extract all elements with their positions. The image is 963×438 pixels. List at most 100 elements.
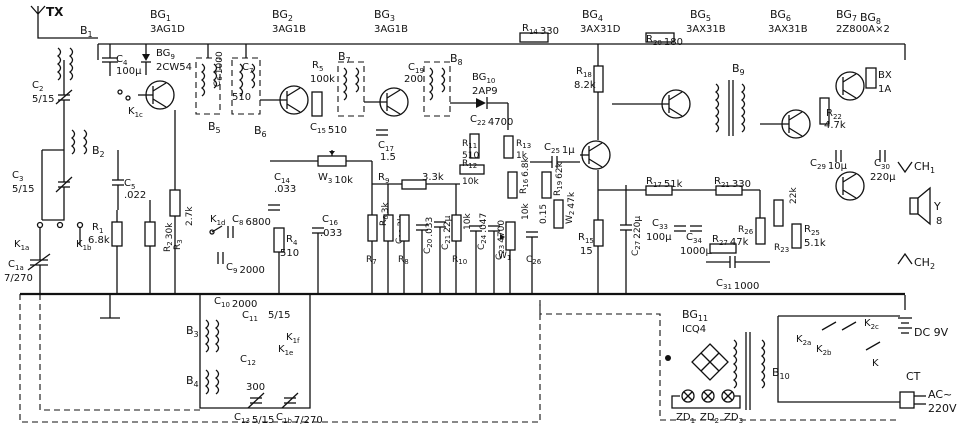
k1f-label: K1f (286, 332, 300, 345)
bg10-type: 2AP9 (472, 86, 498, 97)
c4-label: C4 (116, 54, 128, 67)
c7-value: 510 (232, 92, 251, 103)
c14-label: C14 (274, 172, 290, 185)
c6-label: C61000 (213, 51, 225, 87)
c14-value: .033 (274, 184, 296, 195)
c19-label: C19 (408, 62, 424, 75)
bg4-type: 3AX31D (580, 24, 621, 35)
r12-value: 10k (462, 177, 479, 187)
r5-value: 100k (310, 74, 335, 85)
r16-label: R166.8k (519, 156, 531, 194)
bg3-label: BG3 (374, 8, 395, 23)
zd2-label: ZD2 (700, 412, 719, 425)
r3-label: R3 (173, 239, 184, 250)
r9-label: R9 (378, 172, 389, 185)
ch2-label: CH2 (914, 256, 935, 271)
b7-label: B7 (338, 50, 351, 65)
bg5-type: 3AX31B (686, 24, 726, 35)
k1e-label: 5/15 (268, 310, 290, 321)
c2-value: 5/15 (32, 94, 54, 105)
y-label: Y (933, 200, 941, 213)
r6-label: R63k (379, 202, 391, 226)
r13-label: R13 (516, 139, 531, 150)
c27-label: C27220µ (631, 216, 643, 256)
c17-value: 1.5 (380, 152, 396, 163)
c34-value: 1000µ (680, 246, 712, 257)
b3-label: B3 (186, 324, 199, 339)
bg2-type: 3AG1B (272, 24, 306, 35)
c1a-label: C1a (8, 259, 24, 272)
power-rails (20, 43, 906, 310)
bg1-label: BG1 (150, 8, 171, 23)
ch1-label: CH1 (914, 160, 935, 175)
r2-label: R230k (163, 222, 175, 252)
c34-label: C34 (686, 232, 702, 245)
r18-value: 8.2k (574, 80, 596, 91)
c33-label: C33 (652, 218, 668, 231)
bg3-type: 3AG1B (374, 24, 408, 35)
r10-label: R10 (452, 255, 467, 266)
r18-label: R18 (576, 66, 592, 79)
power-supply: BG11 ICQ4 B10 ZD1 ZD2 ZD3 K2a K2b K2c K (539, 300, 957, 425)
r25-value: 5.1k (804, 238, 826, 249)
b6-label: B6 (254, 124, 267, 139)
c5-value: .022 (124, 190, 146, 201)
c20-label: C20.033 (423, 217, 435, 254)
c12-label: C12 (240, 354, 256, 367)
b9-label: B9 (732, 62, 745, 77)
c33-value: 100µ (646, 232, 672, 243)
k-label: K (872, 358, 879, 369)
r1-label: R1 (92, 222, 103, 235)
c26-label: C26 (526, 255, 542, 266)
c5-label: C5 (124, 178, 135, 191)
c7-label: C7 (242, 62, 253, 75)
c16-label: C16 (322, 214, 338, 227)
c12-value: 300 (246, 382, 265, 393)
r8-label: R8 (398, 255, 409, 266)
bx-label: BX (878, 70, 892, 81)
ct-label: CT (906, 370, 921, 383)
antenna-section: TX B1 C2 5/15 B2 C3 5/15 K1a K1b (4, 5, 146, 294)
b2-label: B2 (92, 144, 105, 159)
k2a-label: K2a (796, 334, 811, 347)
r4-value: 510 (280, 248, 299, 259)
r26-label: R26 (738, 225, 754, 236)
ac-value: 220V (928, 402, 957, 415)
c2-label: C2 (32, 80, 43, 93)
bg78-type: 2Z800A×2 (836, 24, 890, 35)
c3-label: C3 (12, 170, 23, 183)
bg1-stage: BG1 3AG1D BG9 2CW54 K1c R230k R3 2.7k (117, 8, 195, 294)
r23-value: 22k (789, 187, 799, 204)
zd1-label: ZD1 (676, 412, 695, 425)
c19-value: 200 (404, 74, 423, 85)
r23-label: R23 (774, 243, 789, 254)
bg9-label: BG9 (156, 48, 175, 61)
r4-label: R4 (286, 234, 298, 247)
bg11-label: BG11 (682, 308, 708, 323)
bx-value: 1A (878, 84, 891, 95)
r13-value: 1k (516, 151, 528, 161)
bg11-type: ICQ4 (682, 324, 706, 335)
if-transformers-b5-b6: C61000 C7 510 B5 B6 (195, 44, 267, 139)
b5-label: B5 (208, 120, 221, 135)
r19-label: R1962k (553, 161, 565, 196)
dc-label: DC 9V (914, 326, 949, 339)
r9-value: 3.3k (422, 172, 444, 183)
